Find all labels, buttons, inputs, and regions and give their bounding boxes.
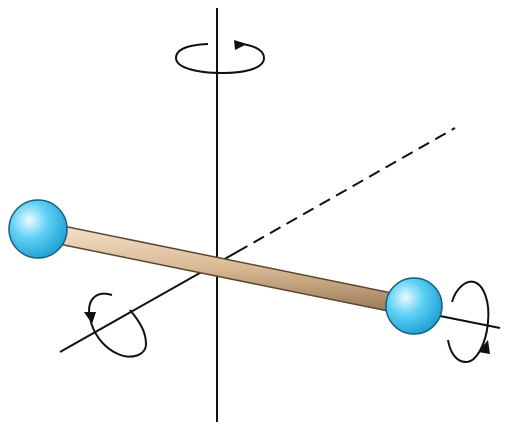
bond-rotation-arrow	[447, 280, 490, 364]
vertical-rotation-arrow	[174, 40, 266, 75]
depth-rotation-arrow	[84, 292, 148, 358]
bond-axis	[439, 315, 501, 329]
bond-rod	[53, 224, 393, 312]
left-atom	[8, 199, 68, 259]
depth-rotation-arrowhead	[84, 312, 96, 324]
right-atom	[385, 277, 443, 335]
vertical-rotation-arrowhead	[234, 40, 247, 50]
depth-axis-back	[236, 127, 456, 253]
bond-rotation-arrowhead	[478, 340, 490, 354]
